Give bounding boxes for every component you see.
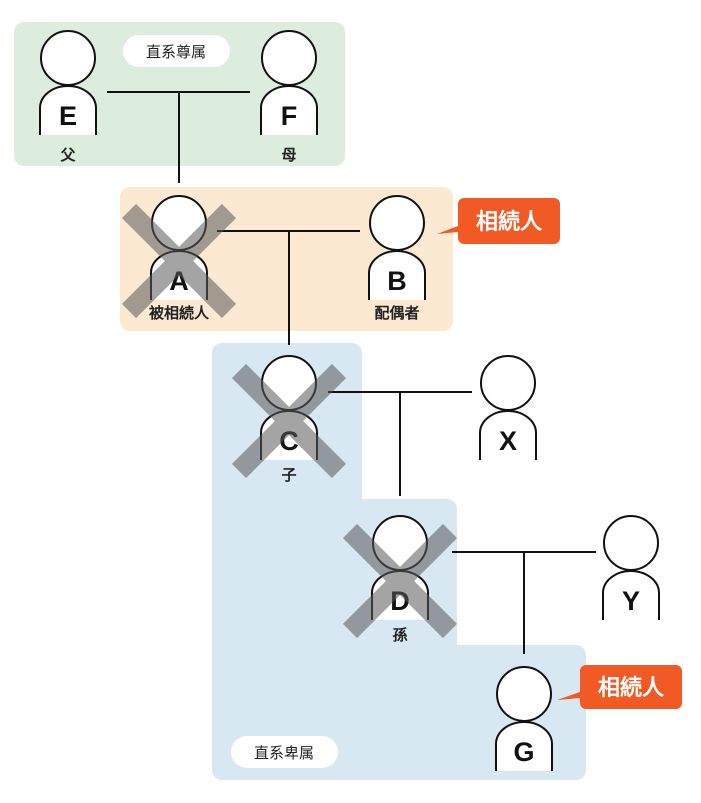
person-letter: G [513, 737, 534, 767]
heir-badge-b: 相続人 [437, 198, 560, 244]
person-x: X [479, 355, 537, 460]
person-body-fill [496, 722, 552, 771]
descendant-label: 直系卑属 [254, 744, 314, 762]
person-role-label: 子 [281, 466, 296, 484]
person-letter: E [59, 101, 77, 131]
deceased-cross-icon [121, 203, 237, 319]
person-role-label: 孫 [392, 626, 407, 644]
person-y: Y [602, 515, 660, 620]
svg-text:相続人: 相続人 [598, 675, 664, 701]
deceased-cross-icon [231, 363, 347, 479]
person-g: G [495, 666, 553, 771]
heir-badge-g: 相続人 [557, 665, 682, 709]
person-head-icon [40, 30, 96, 86]
person-role-label: 父 [59, 146, 76, 164]
person-letter: X [499, 426, 517, 456]
person-letter: Y [622, 586, 640, 616]
person-role-label: 配偶者 [374, 304, 419, 322]
relation-lines [107, 91, 596, 654]
descendant-label-pill [231, 736, 338, 768]
person-body-fill [40, 86, 96, 135]
person-body-fill [480, 411, 536, 460]
person-role-label: 母 [281, 146, 296, 164]
ascendant-label: 直系尊属 [146, 43, 206, 61]
person-head-icon [603, 515, 659, 571]
person-head-icon [480, 355, 536, 411]
person-c: C子 [231, 355, 347, 484]
person-head-icon [369, 195, 425, 251]
person-d: D孫 [342, 515, 458, 644]
person-letter: B [387, 266, 407, 296]
person-b: B 配偶者 [368, 195, 426, 322]
person-body-fill [603, 571, 659, 620]
person-body-fill [369, 251, 425, 300]
deceased-cross-icon [342, 523, 458, 639]
svg-text:相続人: 相続人 [476, 209, 542, 235]
person-body-fill [261, 86, 317, 135]
person-f: F母 [260, 30, 318, 164]
person-e: E父 [39, 30, 97, 164]
person-head-icon [261, 30, 317, 86]
person-role-label: 被相続人 [149, 304, 210, 322]
ascendant-label-pill [123, 35, 230, 67]
person-head-icon [496, 666, 552, 722]
person-letter: F [281, 101, 298, 131]
